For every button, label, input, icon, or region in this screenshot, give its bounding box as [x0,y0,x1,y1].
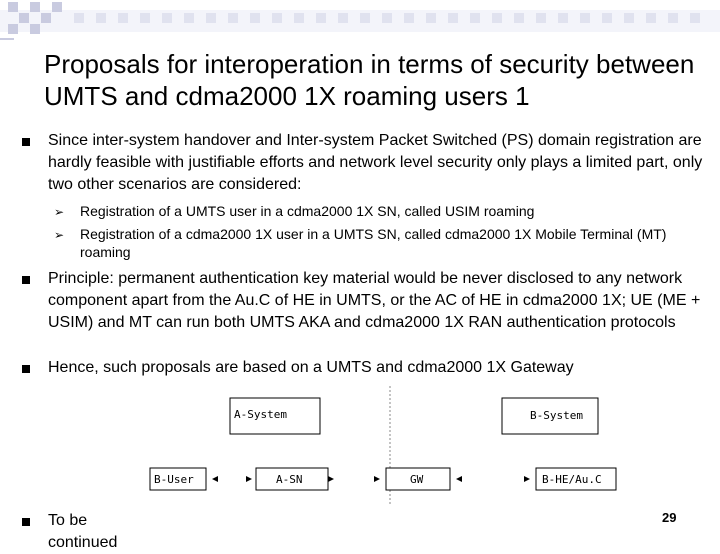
box-a-sn: A-SN [255,467,329,491]
connector-arrows [212,476,530,482]
bullet-text: To be continued [48,512,118,551]
arrow-bullet-icon: ➢ [54,205,65,219]
box-a-system: A-System [229,397,321,435]
square-bullet-icon [22,365,30,373]
box-label: B-System [530,409,583,422]
box-label: A-System [234,408,287,421]
box-label: A-SN [276,473,303,486]
box-b-system: B-System [501,397,599,435]
arrow-bullet-icon: ➢ [54,228,65,242]
slide-title: Proposals for interoperation in terms of… [44,49,695,111]
square-bullet-icon [22,276,30,284]
roaming-diagram: A-System B-System B-User A-SN GW B-HE/Au… [149,386,617,506]
bullet-text: Principle: permanent authentication key … [48,270,701,331]
header-decoration [0,2,720,40]
box-label: B-User [154,473,194,486]
box-b-he-auc: B-HE/Au.C [535,467,617,491]
square-bullet-icon [22,138,30,146]
bullet-text: Hence, such proposals are based on a UMT… [48,359,574,376]
page-number: 29 [662,510,677,525]
box-gw: GW [385,467,451,491]
square-bullet-icon [22,518,30,526]
sub-bullet-text: Registration of a cdma2000 1X user in a … [80,226,667,260]
box-label: B-HE/Au.C [542,473,602,486]
sub-bullet-text: Registration of a UMTS user in a cdma200… [80,203,535,219]
bullet-text: Since inter-system handover and Inter-sy… [48,132,703,193]
box-b-user: B-User [149,467,207,491]
box-label: GW [410,473,424,486]
